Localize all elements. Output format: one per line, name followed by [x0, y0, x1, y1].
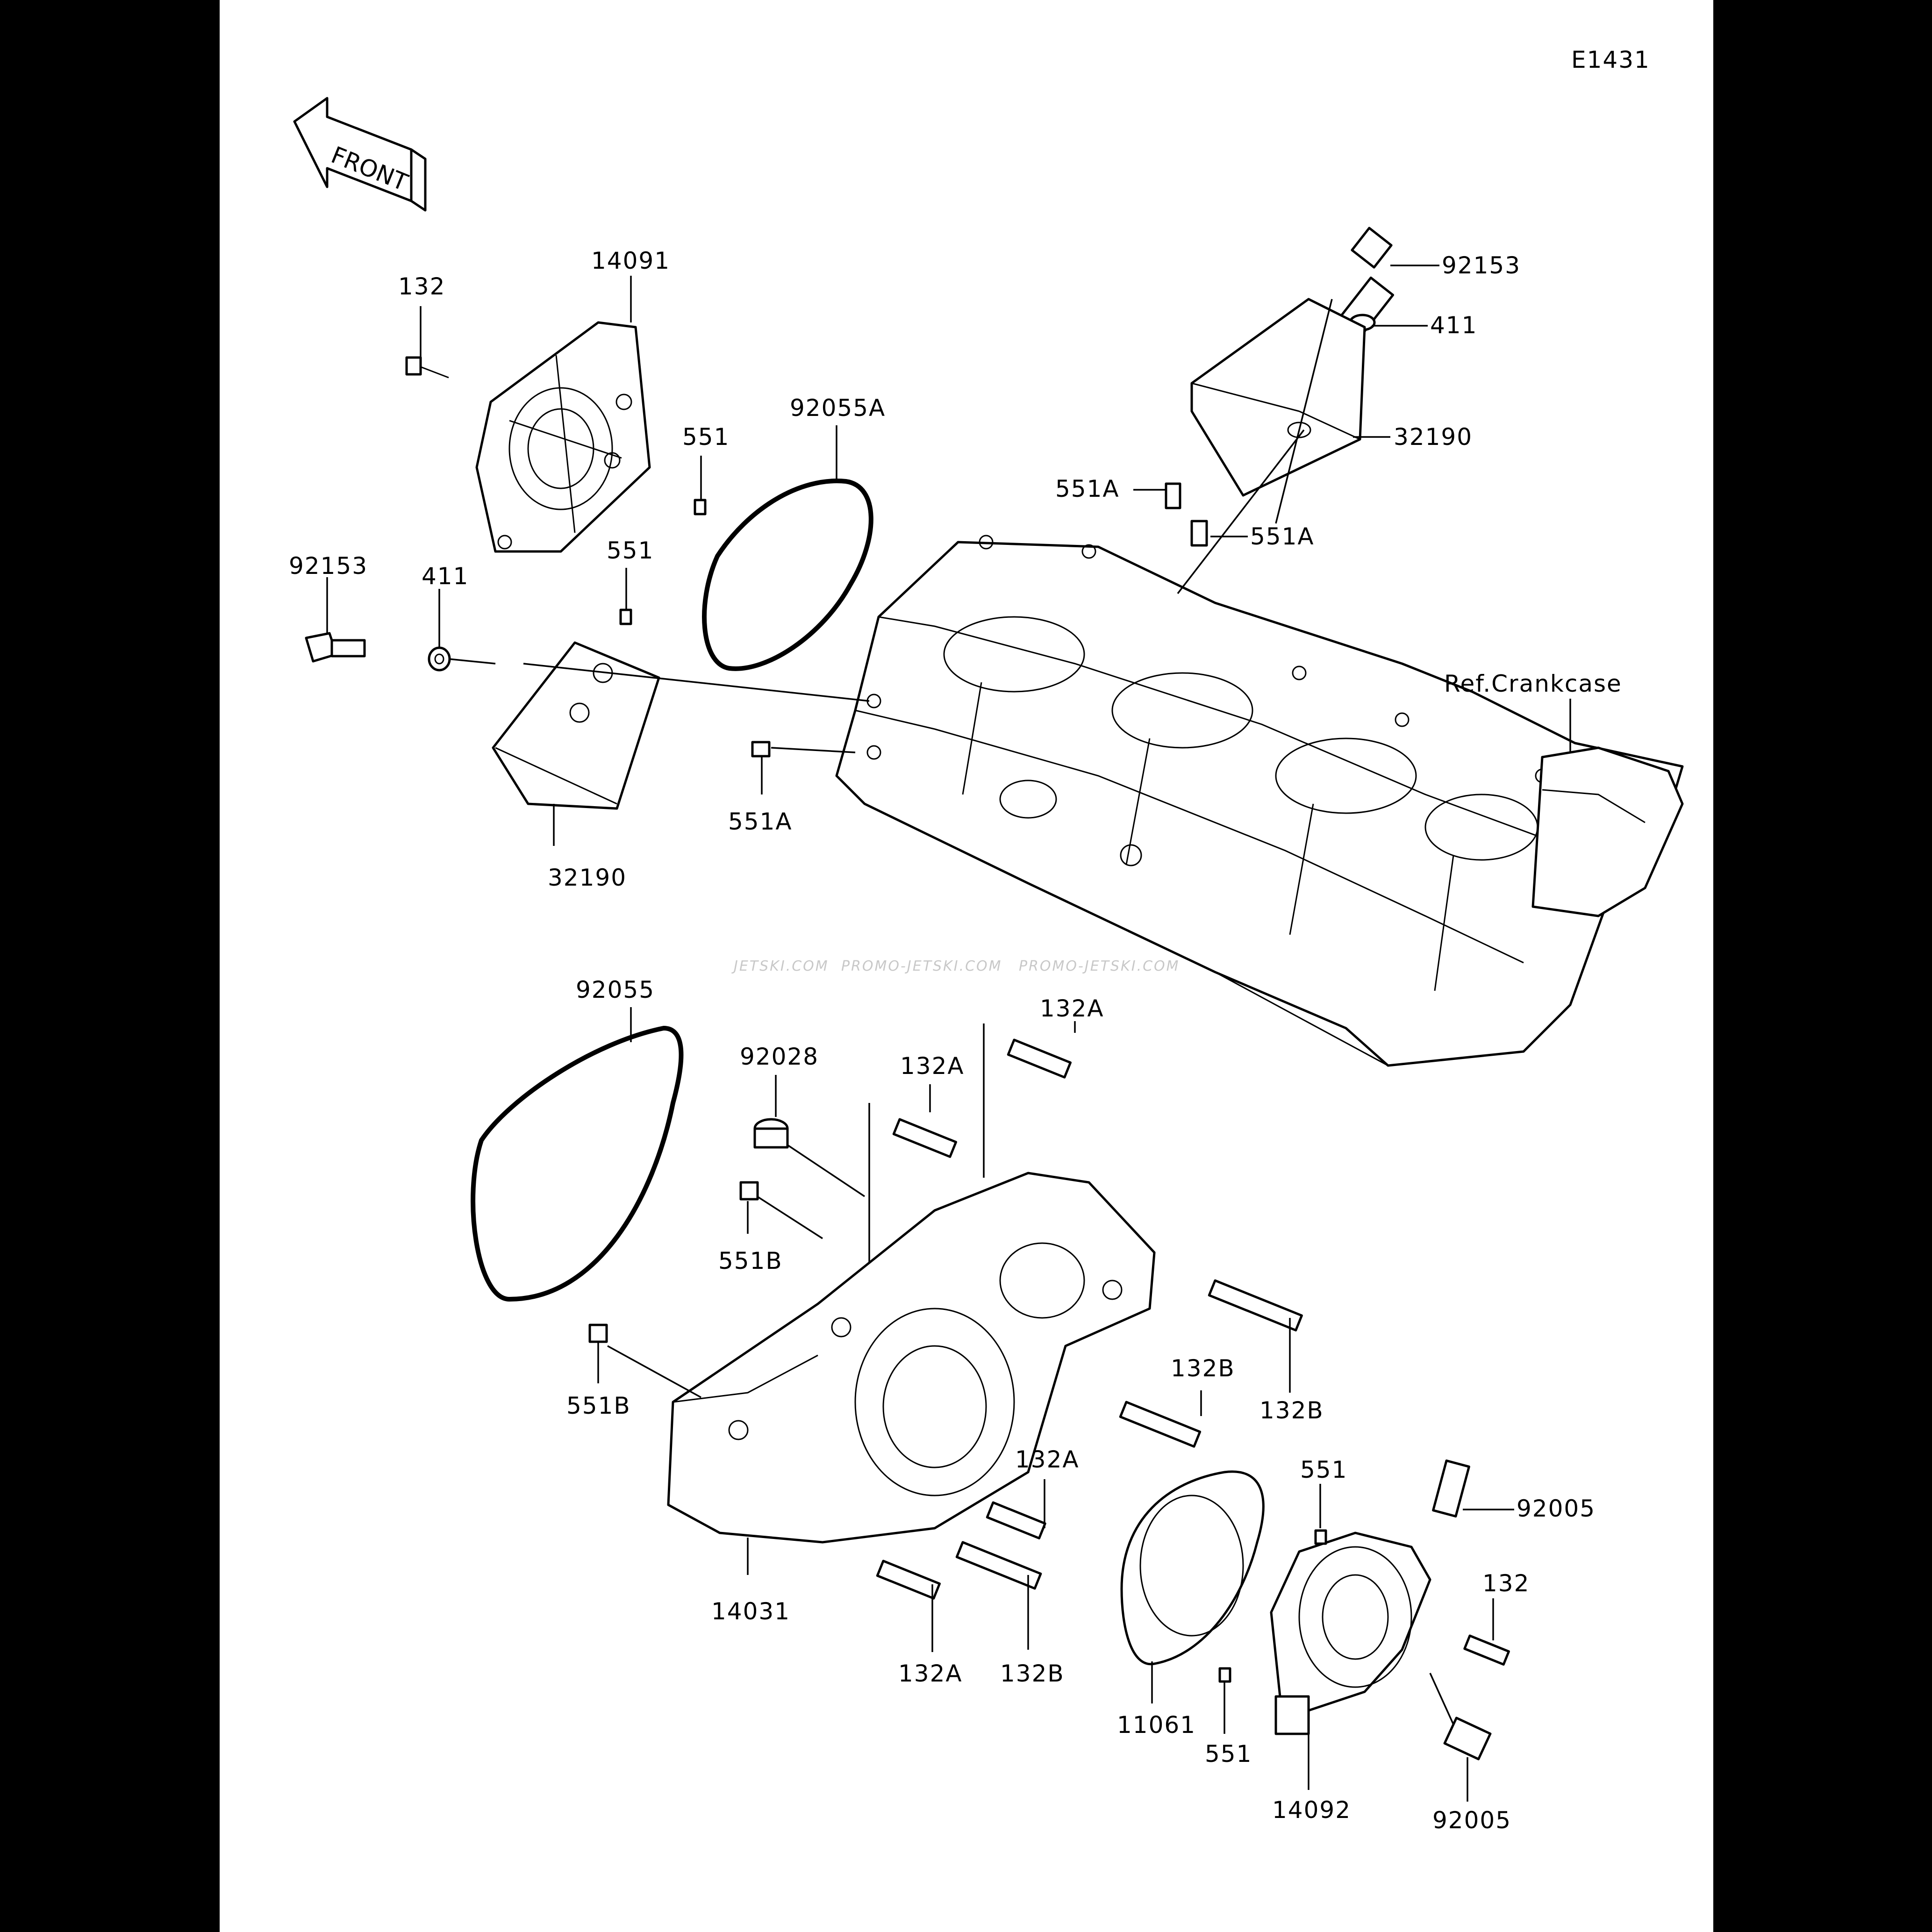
callout-32190-top: 32190 [1394, 423, 1473, 451]
callout-labels: 92153 411 32190 551A 551A 14091 132 9205… [289, 247, 1596, 1834]
callout-92055: 92055 [576, 976, 655, 1003]
callout-14091: 14091 [591, 247, 670, 274]
dowel-551-1 [694, 499, 707, 515]
leader-lines [326, 265, 1514, 1802]
cover-14091 [475, 321, 651, 553]
callout-132B-2: 132B [1171, 1355, 1235, 1382]
dowel-551-4 [1218, 1667, 1231, 1683]
dowel-551-2 [619, 608, 632, 625]
fitting-92005-top [1432, 1459, 1470, 1518]
callout-411-top: 411 [1430, 312, 1477, 339]
bolt-92153-left [305, 632, 366, 663]
o-ring-92055 [471, 1025, 684, 1302]
bracket-32190-left [492, 641, 660, 810]
dowel-551A-top-2 [1190, 520, 1208, 547]
callout-132A-4: 132A [898, 1660, 963, 1687]
callout-92028: 92028 [740, 1043, 819, 1070]
callout-551-1: 551 [682, 423, 730, 451]
crankcase-reference [835, 535, 1684, 1067]
watermark-2: PROMO-JETSKI.COM [841, 958, 1002, 974]
watermark-1: JETSKI.COM [731, 958, 829, 974]
callout-132B-3: 132B [1000, 1660, 1065, 1687]
dowel-551-3 [1314, 1529, 1327, 1545]
callout-32190-left: 32190 [548, 864, 627, 891]
front-arrow-icon: FRONT [293, 97, 427, 212]
bracket-32190-top [1190, 298, 1366, 497]
callout-551-3: 551 [1300, 1456, 1347, 1483]
callout-92005-2: 92005 [1432, 1807, 1511, 1834]
gasket-11061 [1120, 1470, 1265, 1666]
callout-551A-2: 551A [1250, 523, 1315, 550]
callout-551B-2: 551B [566, 1392, 631, 1419]
callout-92153-top: 92153 [1442, 252, 1521, 279]
callout-132-top: 132 [398, 273, 445, 300]
callout-92055A: 92055A [790, 394, 886, 422]
washer-411-left [428, 646, 451, 672]
callout-92005-1: 92005 [1517, 1495, 1596, 1522]
callout-92153-left: 92153 [289, 552, 368, 580]
bolt-132-top [405, 356, 449, 379]
bolt-132A-1 [1007, 1038, 1072, 1079]
fitting-92005-bottom [1443, 1717, 1492, 1760]
diagram-code: E1431 [1571, 46, 1650, 73]
housing-14031 [667, 1172, 1156, 1544]
bolt-132B-2 [1119, 1401, 1202, 1448]
callout-551-2: 551 [607, 537, 654, 564]
bolt-132-right [1463, 1634, 1510, 1666]
callout-132A-1: 132A [1040, 995, 1104, 1022]
callout-551A-3: 551A [728, 808, 793, 835]
bolt-132B-3 [955, 1541, 1042, 1590]
callout-14031: 14031 [711, 1598, 790, 1625]
callout-132B-1: 132B [1259, 1397, 1324, 1424]
bolt-132B-1 [1208, 1279, 1303, 1331]
callout-132A-2: 132A [900, 1052, 965, 1080]
dowel-551B-1 [739, 1181, 759, 1201]
callout-14092: 14092 [1272, 1796, 1351, 1824]
callout-411-left: 411 [422, 563, 469, 590]
callout-551B-1: 551B [718, 1247, 783, 1274]
callout-11061: 11061 [1117, 1711, 1196, 1739]
callout-551-4: 551 [1205, 1740, 1252, 1767]
bolt-132A-2 [892, 1118, 958, 1158]
dowel-551A-top-1 [1165, 482, 1181, 509]
o-ring-92055A [702, 479, 873, 671]
watermark-3: PROMO-JETSKI.COM [1019, 958, 1180, 974]
callout-132A-3: 132A [1015, 1446, 1080, 1473]
bolt-132A-3 [986, 1501, 1046, 1539]
callout-132-right: 132 [1482, 1570, 1530, 1597]
callout-551A-1: 551A [1055, 475, 1120, 502]
plug-92028 [753, 1118, 789, 1149]
cover-14092 [1270, 1531, 1431, 1735]
dowel-551B-2 [588, 1324, 608, 1343]
bolt-132A-4 [876, 1560, 941, 1600]
dowel-551A-left [751, 741, 771, 758]
ref-crankcase-label: Ref.Crankcase [1444, 670, 1622, 697]
